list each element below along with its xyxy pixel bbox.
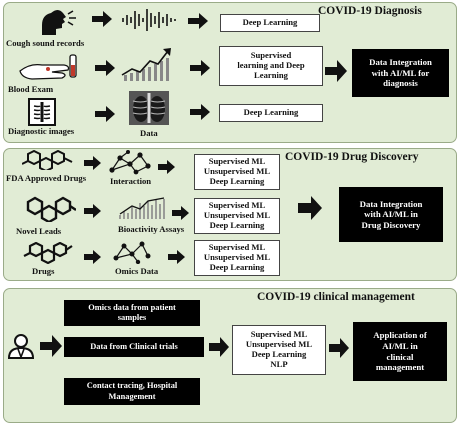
arrow-right-icon <box>190 104 210 120</box>
diagnosis-input-blood: Blood Exam <box>8 84 54 94</box>
line-chart-icon <box>121 48 171 81</box>
arrow-right-icon <box>84 204 101 218</box>
waveform-icon <box>122 9 176 31</box>
arrow-right-icon <box>95 106 115 122</box>
arrow-right-icon <box>329 338 349 358</box>
drug-data-omics: Omics Data <box>115 266 159 276</box>
arrow-right-icon <box>40 335 62 357</box>
diagnosis-title: COVID-19 Diagnosis <box>318 5 422 17</box>
clinical-source-trials: Data from Clinical trials <box>64 337 204 357</box>
arrow-right-icon <box>298 196 322 220</box>
molecule-icon <box>23 242 73 264</box>
arrow-right-icon <box>158 160 175 174</box>
bar-chart-icon <box>119 197 165 219</box>
drug-input-drugs: Drugs <box>32 266 55 276</box>
doctor-icon <box>8 334 34 359</box>
diagnosis-input-cough: Cough sound records <box>6 38 85 48</box>
arrow-right-icon <box>95 60 115 76</box>
diagnosis-output: Data Integration with AI/ML for diagnosi… <box>352 49 449 97</box>
diagnosis-data-label: Data <box>140 128 158 138</box>
drug-method-1: Supervised ML Unsupervised ML Deep Learn… <box>194 154 280 190</box>
arrow-right-icon <box>84 156 101 170</box>
arrow-right-icon <box>92 11 112 27</box>
arrow-right-icon <box>190 60 210 76</box>
diagnosis-input-images: Diagnostic images <box>8 126 75 136</box>
network-icon <box>109 150 151 175</box>
drug-data-interaction: Interaction <box>110 176 152 186</box>
arrow-right-icon <box>188 13 208 29</box>
diagnosis-method-1: Deep Learning <box>220 14 320 32</box>
arrow-right-icon <box>209 337 229 357</box>
drug-discovery-output: Data Integration with AI/ML in Drug Disc… <box>339 187 443 242</box>
molecule-icon <box>26 196 76 222</box>
drug-data-bioactivity: Bioactivity Assays <box>118 224 185 234</box>
cough-person-icon <box>42 10 76 35</box>
clinical-methods: Supervised ML Unsupervised ML Deep Learn… <box>232 325 326 375</box>
clinical-management-output: Application of AI/ML in clinical managem… <box>353 322 447 381</box>
clinical-source-omics: Omics data from patient samples <box>64 300 200 326</box>
drug-input-novel: Novel Leads <box>16 226 62 236</box>
drug-method-3: Supervised ML Unsupervised ML Deep Learn… <box>194 240 280 276</box>
drug-discovery-title: COVID-19 Drug Discovery <box>285 151 419 163</box>
clinical-management-title: COVID-19 clinical management <box>257 291 415 303</box>
diagnosis-method-2: Supervised learning and Deep Learning <box>219 46 323 86</box>
clinical-source-contact: Contact tracing, Hospital Management <box>64 378 200 405</box>
arrow-right-icon <box>325 60 347 82</box>
chest-xray-image <box>129 91 169 125</box>
diagnosis-method-3: Deep Learning <box>219 104 323 122</box>
blood-exam-icon <box>19 54 77 80</box>
arrow-right-icon <box>168 250 185 264</box>
drug-method-2: Supervised ML Unsupervised ML Deep Learn… <box>194 198 280 234</box>
arrow-right-icon <box>84 250 101 264</box>
drug-input-fda: FDA Approved Drugs <box>6 173 87 183</box>
network-icon <box>113 241 151 264</box>
molecule-icon <box>22 150 73 170</box>
arrow-right-icon <box>172 206 189 220</box>
xray-icon <box>28 98 56 126</box>
